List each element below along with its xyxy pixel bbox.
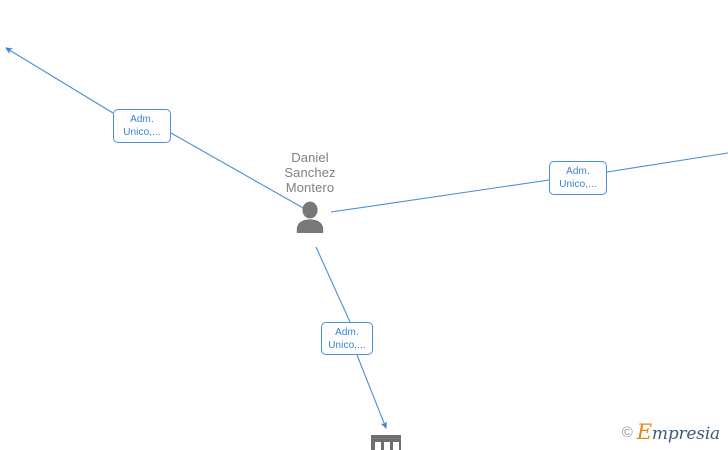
node-company[interactable] (371, 435, 401, 450)
edge-right-inner (330, 179, 550, 213)
company-building-icon[interactable] (371, 435, 401, 450)
person-icon[interactable] (293, 201, 327, 233)
edge-bottom-outer (356, 354, 387, 430)
brand-logo: Empresia (637, 420, 720, 444)
edge-right-outer (606, 152, 728, 173)
edge-bottom-inner (315, 246, 351, 323)
brand-name: mpresia (651, 424, 720, 444)
relation-label-upper-left[interactable]: Adm. Unico,... (113, 109, 171, 143)
relation-label-right[interactable]: Adm. Unico,... (549, 161, 607, 195)
copyright-icon: © (621, 423, 633, 441)
relation-label-bottom[interactable]: Adm. Unico,... (321, 322, 373, 355)
brand-initial: E (636, 420, 652, 444)
person-node-label: Daniel Sanchez Montero (284, 150, 336, 195)
edge-upper-left-outer (5, 47, 114, 114)
node-person-daniel-sanchez-montero[interactable]: Daniel Sanchez Montero (258, 150, 362, 233)
edge-upper-left-inner (170, 132, 306, 210)
watermark: © Empresia (622, 420, 720, 444)
